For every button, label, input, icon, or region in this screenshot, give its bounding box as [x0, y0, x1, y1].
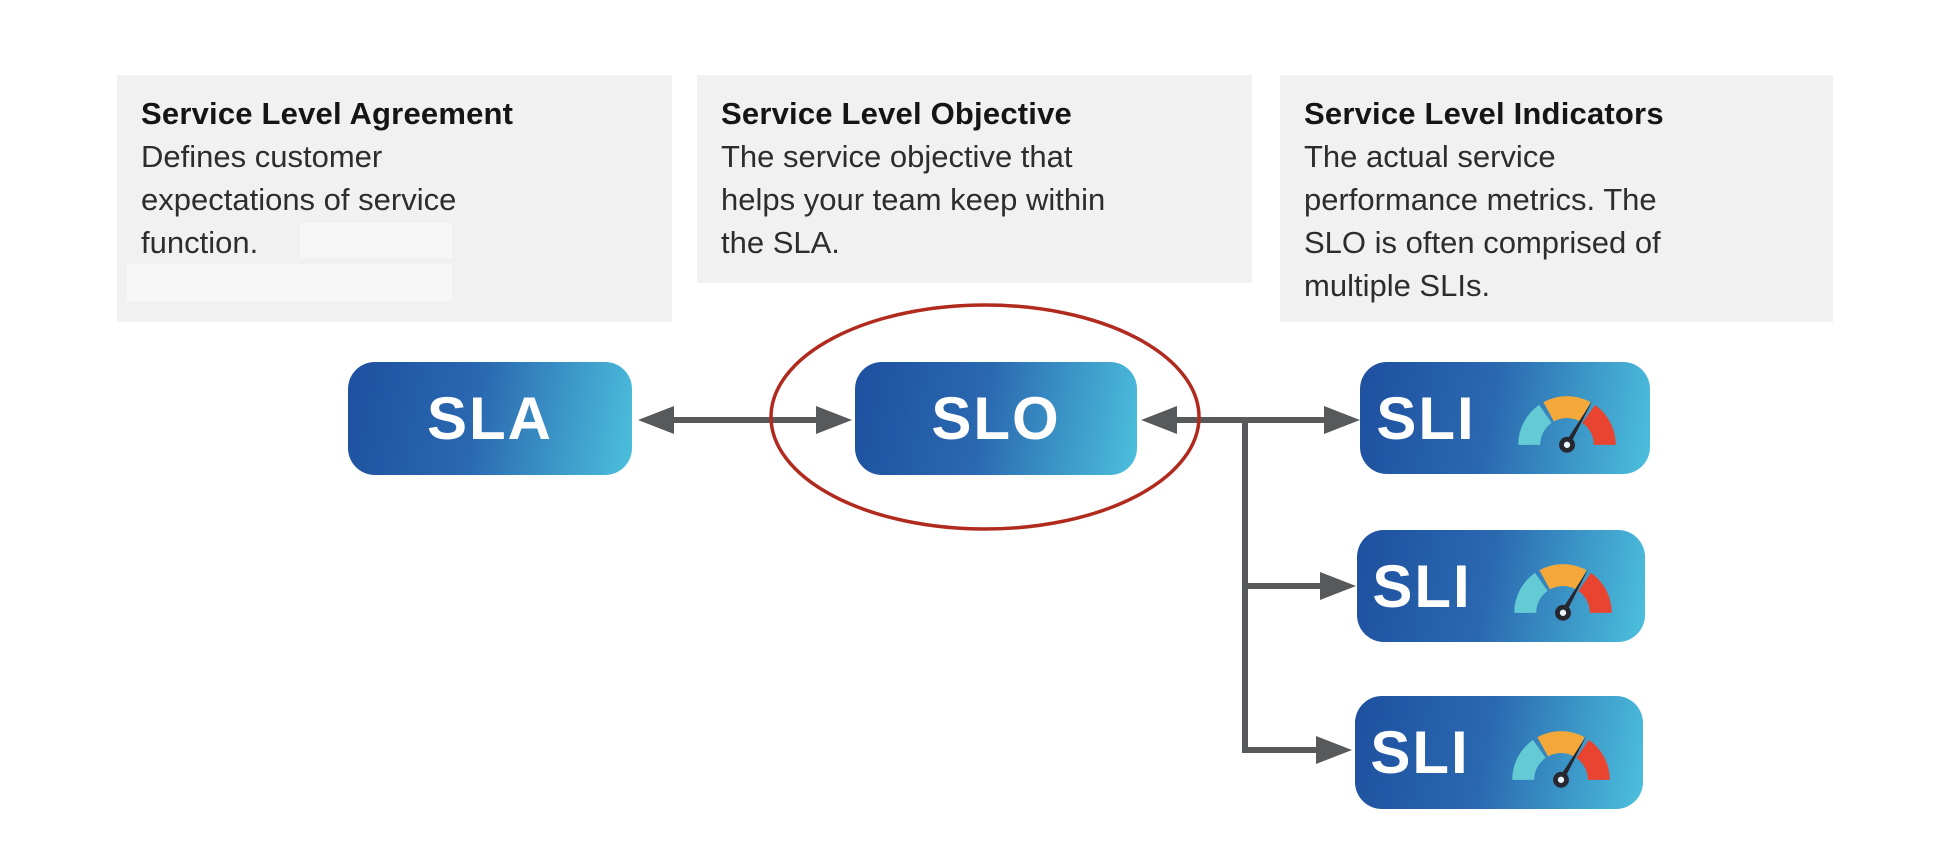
node-sli-1: SLI — [1360, 362, 1650, 474]
node-sli-label: SLI — [1372, 552, 1472, 620]
description-line: performance metrics. The — [1304, 182, 1657, 217]
description-line: multiple SLIs. — [1304, 268, 1491, 303]
gauge-icon — [1511, 730, 1610, 788]
description-line: helps your team keep within — [721, 182, 1106, 217]
redacted-text-area — [300, 223, 452, 258]
node-sla: SLA — [348, 362, 632, 475]
description-title-sla: Service Level Agreement — [141, 96, 514, 131]
description-line: The actual service — [1304, 139, 1556, 174]
node-slo: SLO — [855, 362, 1137, 475]
connector-sla-slo-arrow — [638, 406, 852, 434]
description-line: expectations of service — [141, 182, 457, 217]
description-title-sli: Service Level Indicators — [1304, 96, 1664, 131]
node-slo-label: SLO — [931, 385, 1061, 452]
description-title-slo: Service Level Objective — [721, 96, 1072, 131]
connector-slo-sli-tree — [1141, 406, 1360, 764]
description-line: SLO is often comprised of — [1304, 225, 1661, 260]
description-line: Defines customer — [141, 139, 383, 174]
node-sli-3: SLI — [1355, 696, 1643, 809]
gauge-icon — [1513, 564, 1612, 621]
description-box-sli: Service Level Indicators The actual serv… — [1280, 75, 1833, 322]
description-box-sla: Service Level Agreement Defines customer… — [117, 75, 672, 322]
description-line: function. — [141, 225, 259, 260]
redacted-text-area — [127, 264, 452, 301]
description-line: The service objective that — [721, 139, 1073, 174]
node-sli-2: SLI — [1357, 530, 1645, 642]
node-sla-label: SLA — [427, 385, 553, 452]
gauge-icon — [1517, 396, 1616, 453]
node-sli-label: SLI — [1370, 719, 1470, 786]
description-box-slo: Service Level Objective The service obje… — [697, 75, 1252, 283]
description-line: the SLA. — [721, 225, 840, 260]
node-sli-label: SLI — [1376, 384, 1476, 452]
